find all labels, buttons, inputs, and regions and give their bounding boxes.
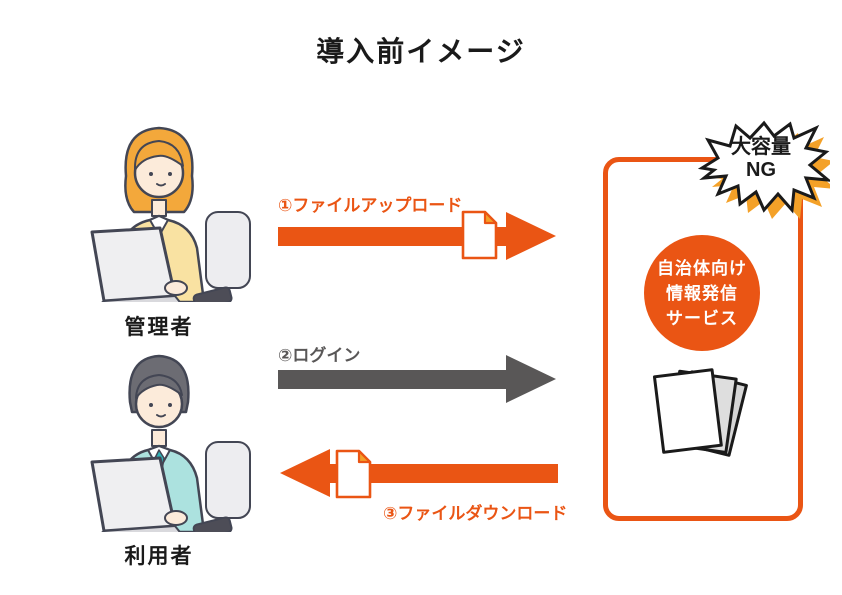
chair-icon <box>205 441 251 519</box>
phone-icon <box>192 516 233 532</box>
administrator-label: 管理者 <box>124 316 194 339</box>
service-circle-line3: サービス <box>666 308 738 328</box>
laptop-icon <box>90 226 177 302</box>
upload-arrow-label: ①ファイルアップロード <box>278 196 463 215</box>
login-arrow-head <box>506 355 556 403</box>
laptop-icon <box>90 456 177 532</box>
burst-badge-text: 大容量 NG <box>698 136 824 182</box>
upload-arrow-head <box>506 212 556 260</box>
administrator-illustration-icon <box>90 126 251 302</box>
upload-arrow-shaft <box>278 227 508 246</box>
download-arrow-head <box>280 449 330 497</box>
user-illustration-icon <box>90 354 251 532</box>
user-label: 利用者 <box>124 545 194 568</box>
badge-line2: NG <box>746 159 776 181</box>
login-arrow-shaft <box>278 370 508 389</box>
service-circle: 自治体向け 情報発信 サービス <box>644 235 760 351</box>
upload-file-icon <box>461 210 498 260</box>
download-arrow-shaft <box>328 464 558 483</box>
service-circle-line2: 情報発信 <box>666 283 738 303</box>
chair-icon <box>205 211 251 289</box>
burst-badge-icon <box>698 120 830 219</box>
service-circle-line1: 自治体向け <box>657 258 747 278</box>
phone-icon <box>192 286 233 302</box>
download-arrow-label: ③ファイルダウンロード <box>383 504 568 523</box>
badge-line1: 大容量 <box>731 136 791 158</box>
diagram-title: 導入前イメージ <box>316 36 526 67</box>
download-file-icon <box>335 449 372 499</box>
documents-stack-icon <box>652 368 748 457</box>
login-arrow-label: ②ログイン <box>278 346 361 365</box>
